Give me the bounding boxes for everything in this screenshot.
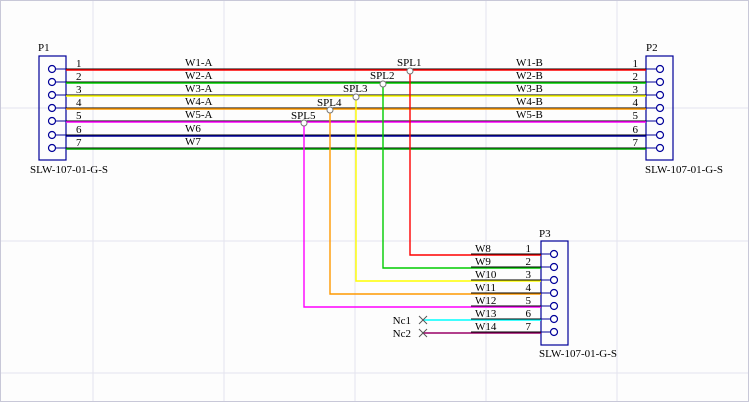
splice-label: SPL5 <box>291 110 316 122</box>
p2-pin-number: 7 <box>633 137 639 149</box>
splice-label: SPL4 <box>317 97 342 109</box>
connector-p1-part: SLW-107-01-G-S <box>30 164 108 176</box>
p1-pin-number: 4 <box>76 97 82 109</box>
wire-label-p3: W9 <box>475 256 491 268</box>
wire-label-right: W2-B <box>516 70 543 82</box>
connector-p2-part: SLW-107-01-G-S <box>645 164 723 176</box>
no-connect-cross <box>418 315 428 325</box>
wire-label-p3: W12 <box>475 295 496 307</box>
p2-pin-number: 3 <box>633 84 639 96</box>
p1-pin-circle <box>47 116 57 126</box>
p3-pin-circle <box>549 314 559 324</box>
p1-pin-number: 7 <box>76 137 82 149</box>
wire-label-left: W1-A <box>185 57 213 69</box>
p1-pin-circle <box>47 143 57 153</box>
p2-pin-number: 2 <box>633 71 639 83</box>
wire-label-left: W4-A <box>185 96 213 108</box>
wire-label-left: W3-A <box>185 83 213 95</box>
connector-p2-ref: P2 <box>646 42 658 54</box>
splice-drop-wire <box>409 71 541 256</box>
splice-drop-wire <box>303 123 541 308</box>
p2-pin-circle <box>655 103 665 113</box>
wire-label-left: W7 <box>185 136 201 148</box>
p3-pin-circle <box>549 275 559 285</box>
wire-label-p3: W8 <box>475 243 491 255</box>
p3-pin-number: 6 <box>526 308 532 320</box>
p2-pin-circle <box>655 77 665 87</box>
splice-marker <box>379 80 387 88</box>
p2-pin-circle <box>655 116 665 126</box>
splice-drop-wire <box>382 84 541 269</box>
p2-pin-circle <box>655 143 665 153</box>
p2-pin-number: 4 <box>633 97 639 109</box>
splice-marker <box>352 93 360 101</box>
wire-label-left: W6 <box>185 123 201 135</box>
wire-label-left: W2-A <box>185 70 213 82</box>
p1-pin-number: 6 <box>76 124 82 136</box>
p3-pin-number: 4 <box>526 282 532 294</box>
p3-pin-number: 5 <box>526 295 532 307</box>
p1-pin-circle <box>47 77 57 87</box>
p3-pin-number: 3 <box>526 269 532 281</box>
wire-label-p3: W10 <box>475 269 497 281</box>
wire-label-right: W3-B <box>516 83 543 95</box>
splice-marker <box>326 106 334 114</box>
p1-pin-number: 2 <box>76 71 82 83</box>
p2-pin-circle <box>655 64 665 74</box>
p3-pin-number: 1 <box>526 243 532 255</box>
p3-pin-circle <box>549 249 559 259</box>
connector-p3-part: SLW-107-01-G-S <box>539 348 617 360</box>
p2-pin-number: 6 <box>633 124 639 136</box>
p3-pin-circle <box>549 288 559 298</box>
wire-label-right: W4-B <box>516 96 543 108</box>
p1-pin-number: 5 <box>76 110 82 122</box>
connector-p3-ref: P3 <box>539 228 551 240</box>
wire-label-left: W5-A <box>185 109 213 121</box>
p2-pin-number: 1 <box>633 58 639 70</box>
p3-pin-circle <box>549 301 559 311</box>
p2-pin-circle <box>655 130 665 140</box>
splice-label: SPL3 <box>343 83 368 95</box>
connector-p1-ref: P1 <box>38 42 50 54</box>
wire-label-right: W1-B <box>516 57 543 69</box>
wire-label-right: W5-B <box>516 109 543 121</box>
wire-label-p3: W13 <box>475 308 497 320</box>
splice-drop-wire <box>355 97 541 282</box>
splice-label: SPL1 <box>397 57 421 69</box>
p1-pin-number: 1 <box>76 58 82 70</box>
p1-pin-circle <box>47 90 57 100</box>
wire-label-p3: W14 <box>475 321 497 333</box>
p1-pin-circle <box>47 130 57 140</box>
p1-pin-circle <box>47 64 57 74</box>
no-connect-cross <box>418 328 428 338</box>
splice-drop-wire <box>329 110 541 295</box>
p1-pin-number: 3 <box>76 84 82 96</box>
splice-marker <box>406 67 414 75</box>
p3-pin-number: 7 <box>526 321 532 333</box>
no-connect-label: Nc1 <box>393 315 411 327</box>
p3-pin-number: 2 <box>526 256 532 268</box>
splice-label: SPL2 <box>370 70 394 82</box>
wire-label-p3: W11 <box>475 282 496 294</box>
p3-pin-circle <box>549 262 559 272</box>
p1-pin-circle <box>47 103 57 113</box>
splice-marker <box>300 119 308 127</box>
p2-pin-circle <box>655 90 665 100</box>
p2-pin-number: 5 <box>633 110 639 122</box>
p3-pin-circle <box>549 327 559 337</box>
no-connect-label: Nc2 <box>393 328 411 340</box>
